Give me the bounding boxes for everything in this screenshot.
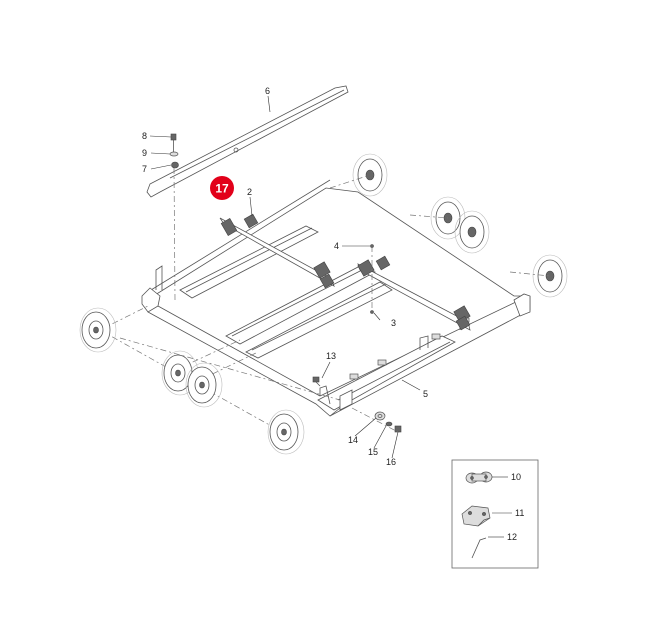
cotter-pin-icon [471, 537, 487, 559]
part-label-13: 13 [326, 351, 336, 361]
cross-bar-right [357, 255, 471, 331]
callout-label: 17 [215, 182, 229, 196]
part-label-12: 12 [507, 532, 517, 542]
sprocket-group [329, 153, 568, 298]
cross-bar-left [219, 213, 335, 289]
wheel-group [79, 304, 341, 455]
part-label-3: 3 [391, 318, 396, 328]
part-label-6: 6 [265, 86, 270, 96]
part-label-15: 15 [368, 447, 378, 457]
part-label-7: 7 [142, 164, 147, 174]
bolt-stack [169, 133, 179, 301]
callout-badge[interactable]: 17 [210, 176, 234, 200]
part-label-8: 8 [142, 131, 147, 141]
part-label-14: 14 [348, 435, 358, 445]
part-label-5: 5 [423, 389, 428, 399]
top-slat-part-6 [146, 85, 349, 198]
detail-inset [451, 459, 539, 569]
part-label-2: 2 [247, 187, 252, 197]
attachment-link-icon [461, 505, 491, 527]
hidden-pin [370, 244, 374, 314]
chain-link-icon [465, 471, 493, 484]
part-label-16: 16 [386, 457, 396, 467]
part-label-9: 9 [142, 148, 147, 158]
part-label-11: 11 [515, 508, 524, 518]
part-label-4: 4 [334, 241, 339, 251]
part-label-10: 10 [511, 472, 521, 482]
main-frame [141, 179, 531, 417]
leader-lines [149, 95, 512, 538]
